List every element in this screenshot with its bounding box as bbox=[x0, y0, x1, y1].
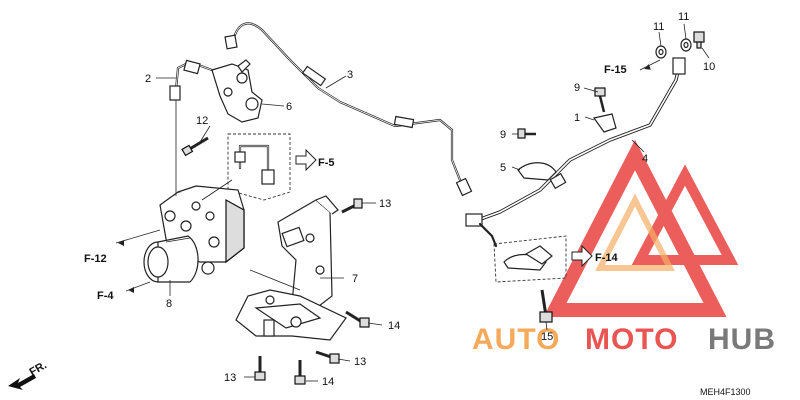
ref-f5: F-5 bbox=[318, 157, 335, 169]
clamp-5 bbox=[517, 162, 557, 181]
callout-11-left: 11 bbox=[653, 21, 664, 33]
bolt-10 bbox=[693, 31, 705, 49]
brake-pipe-2 bbox=[169, 59, 214, 101]
diagram-code: MEH4F1300 bbox=[700, 387, 751, 397]
callout-12: 12 bbox=[196, 115, 208, 127]
upper-bracket-7 bbox=[277, 195, 339, 317]
callout-4: 4 bbox=[642, 153, 648, 165]
bolt-14-lower bbox=[294, 360, 306, 385]
bolt-13-middle bbox=[315, 350, 340, 364]
ref-f12: F-12 bbox=[84, 253, 107, 265]
ref-f15: F-15 bbox=[604, 64, 627, 76]
watermark-text: AUTO MOTO HUB bbox=[472, 323, 776, 356]
callout-14-lower: 14 bbox=[322, 376, 334, 388]
abs-modulator-8 bbox=[143, 185, 245, 283]
callout-6: 6 bbox=[286, 101, 292, 113]
clamp-1 bbox=[592, 87, 617, 133]
callout-8: 8 bbox=[166, 298, 172, 310]
callout-10: 10 bbox=[703, 61, 715, 73]
detail-box-f14 bbox=[493, 235, 593, 283]
ref-labels: F-5 F-12 F-4 F-15 F-14 bbox=[84, 64, 651, 302]
bolt-13-lower bbox=[254, 356, 266, 381]
callout-13-lower: 13 bbox=[224, 372, 236, 384]
bolt-13-upper bbox=[341, 198, 363, 214]
washer-11-left bbox=[655, 45, 667, 59]
callout-14-right: 14 bbox=[388, 320, 400, 332]
front-label: FR. bbox=[28, 359, 49, 378]
callout-2: 2 bbox=[145, 73, 151, 85]
callout-9-upper: 9 bbox=[574, 82, 580, 94]
callout-3: 3 bbox=[347, 69, 353, 81]
joint-bracket-6 bbox=[211, 59, 263, 123]
front-arrow-icon: FR. bbox=[8, 359, 49, 390]
ref-f14: F-14 bbox=[595, 252, 619, 264]
callout-9-middle: 9 bbox=[500, 129, 506, 141]
bolt-12 bbox=[181, 136, 209, 157]
washer-11-right bbox=[680, 38, 692, 52]
callout-5: 5 bbox=[500, 162, 506, 174]
watermark-text-hub: HUB bbox=[708, 323, 776, 356]
callout-15: 15 bbox=[541, 331, 553, 343]
bolt-9-middle bbox=[517, 128, 536, 139]
ref-f4: F-4 bbox=[97, 290, 114, 302]
callout-labels: 2 3 6 12 13 7 8 14 13 13 14 1 9 9 5 4 11… bbox=[145, 11, 715, 388]
callout-7: 7 bbox=[352, 273, 358, 285]
callout-13-upper: 13 bbox=[379, 198, 391, 210]
watermark-text-moto: MOTO bbox=[585, 323, 678, 356]
callout-11-right: 11 bbox=[678, 11, 689, 23]
brake-hose-4 bbox=[465, 57, 686, 248]
lower-bracket bbox=[235, 289, 347, 341]
watermark-logo bbox=[543, 139, 739, 317]
bolt-14-right bbox=[345, 310, 370, 328]
brake-pipe-3 bbox=[224, 22, 473, 197]
watermark-text-auto: AUTO bbox=[472, 323, 560, 356]
callout-13-middle: 13 bbox=[354, 356, 366, 368]
detail-box-f5 bbox=[227, 133, 317, 201]
callout-1: 1 bbox=[574, 112, 580, 124]
